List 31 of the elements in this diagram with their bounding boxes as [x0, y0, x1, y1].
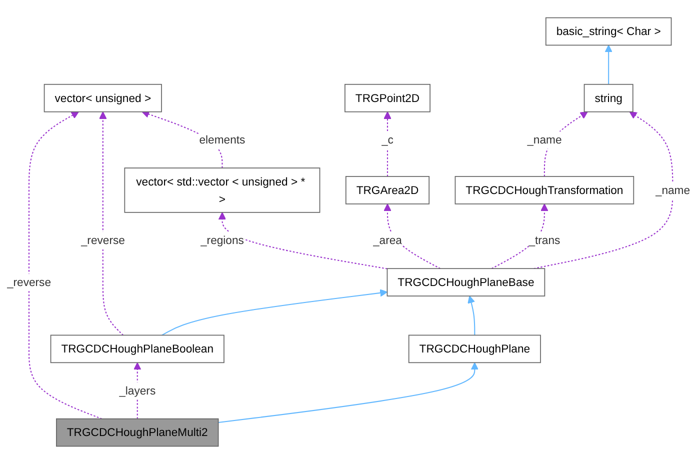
- node-box: TRGCDCHoughTransformation: [454, 176, 634, 204]
- node-box: TRGCDCHoughPlaneBoolean: [50, 334, 224, 364]
- arrow: [384, 111, 392, 176]
- node-box: string: [584, 84, 634, 112]
- arrow: [468, 296, 476, 336]
- arrow: [218, 362, 478, 424]
- arrow: [162, 289, 388, 336]
- arrow: [28, 111, 102, 420]
- edge-label: _name: [655, 183, 690, 197]
- edge-label: _name: [527, 133, 562, 146]
- edge-label: _reverse: [6, 276, 52, 289]
- arrow: [491, 204, 548, 270]
- node-box: basic_string< Char >: [545, 17, 672, 46]
- edge-label: _c: [382, 133, 394, 146]
- node-box: TRGArea2D: [345, 176, 430, 204]
- arrow: [604, 44, 612, 84]
- node-box: TRGPoint2D: [344, 84, 430, 112]
- node-box: vector< std::vector < unsigned > * >: [124, 168, 320, 213]
- edge-label: _reverse: [80, 234, 125, 247]
- edge-label: _regions: [200, 234, 244, 247]
- arrow: [384, 204, 440, 270]
- node-box: vector< unsigned >: [44, 84, 162, 112]
- edge-label: _trans: [528, 234, 560, 247]
- edge-label: _area: [373, 234, 402, 247]
- node-box: TRGCDCHoughPlane: [408, 334, 541, 364]
- edge-label: elements: [199, 133, 246, 146]
- node-box: TRGCDCHoughPlaneBase: [386, 268, 546, 296]
- arrow: [99, 111, 124, 336]
- node-box: TRGCDCHoughPlaneMulti2: [56, 418, 219, 447]
- arrow: [218, 212, 388, 270]
- edge-label: _layers: [119, 384, 156, 398]
